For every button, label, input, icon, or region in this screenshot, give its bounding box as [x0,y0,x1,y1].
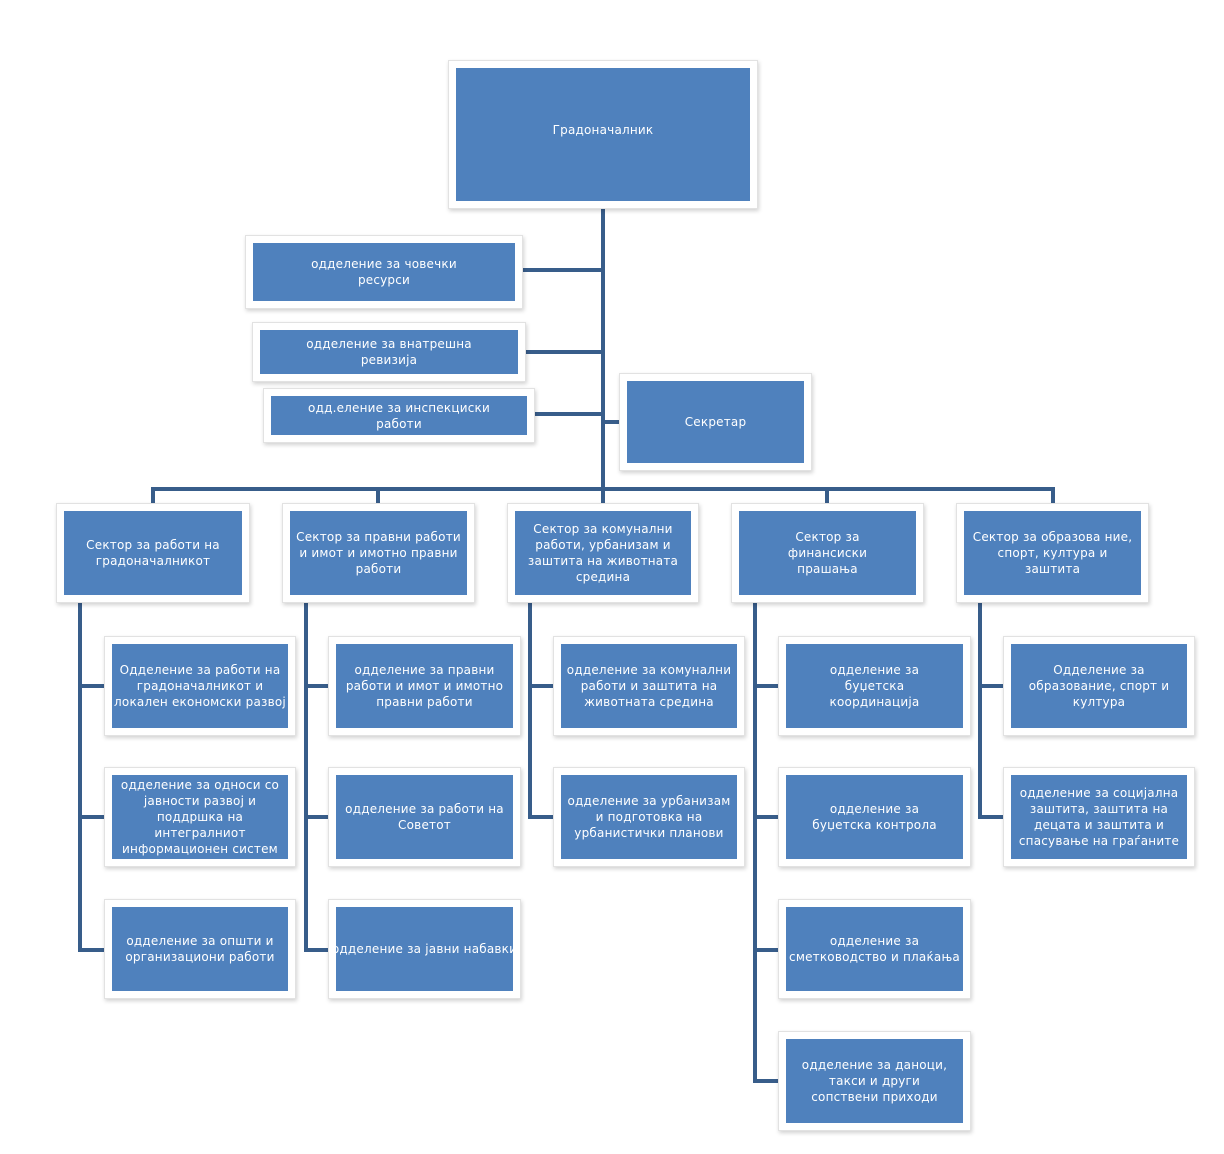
node-label: одделение за јавни набавки [336,942,513,956]
node-label: Секретар [684,415,747,429]
node-fill: Сектор за работи на градоначалникот [64,511,242,595]
node-sector-education-sport: Сектор за образова ние, спорт, култура и… [956,503,1149,603]
node-fill: одделение за буџетска контрола [786,775,963,859]
node-secretary: Секретар [619,373,812,471]
node-label: одделение за комунални работи и заштита … [566,663,732,709]
node-fill: одделение за правни работи и имот и имот… [336,644,513,728]
node-label: одделение за внатрешна ревизија [306,337,472,367]
node-fill: одделение за работи на Советот [336,775,513,859]
node-dept-public-procurement: одделение за јавни набавки [328,899,521,999]
node-label: одделение за буџетска координација [829,663,920,709]
node-dept-legal-property: одделение за правни работи и имот и имот… [328,636,521,736]
node-fill: Секретар [627,381,804,463]
node-label: Сектор за правни работи и имот и имотно … [296,530,461,576]
node-fill: одделение за буџетска координација [786,644,963,728]
node-dept-council-affairs: одделение за работи на Советот [328,767,521,867]
node-fill: Градоначалник [456,68,750,201]
node-label: одделение за сметководство и плаќања [789,934,960,964]
node-dept-education-sport-culture: Одделение за образование, спорт и култур… [1003,636,1195,736]
node-fill: одделение за човечки ресурси [253,243,515,301]
node-label: Одделение за работи на градоначалникот и… [114,663,286,709]
node-fill: Одделение за работи на градоначалникот и… [112,644,288,728]
node-hr-department: одделение за човечки ресурси [245,235,523,309]
node-label: Сектор за работи на градоначалникот [86,538,220,568]
node-fill: одделение за сметководство и плаќања [786,907,963,991]
node-dept-budget-control: одделение за буџетска контрола [778,767,971,867]
node-fill: одделение за комунални работи и заштита … [561,644,737,728]
node-fill: одделение за урбанизам и подготовка на у… [561,775,737,859]
node-label: одделение за работи на Советот [345,802,504,832]
node-fill: Сектор за правни работи и имот и имотно … [290,511,467,595]
node-label: одделение за човечки ресурси [311,257,457,287]
node-fill: одделение за општи и организациони работ… [112,907,288,991]
node-label: одделение за урбанизам и подготовка на у… [567,794,731,840]
node-fill: Сектор за финансиски прашања [739,511,916,595]
node-fill: одделение за социјална заштита, заштита … [1011,775,1187,859]
node-inspection-department: одд.еление за инспекциски работи [263,388,535,443]
node-dept-communal-environment: одделение за комунални работи и заштита … [553,636,745,736]
node-dept-general-organizational: одделение за општи и организациони работ… [104,899,296,999]
node-sector-legal-property: Сектор за правни работи и имот и имотно … [282,503,475,603]
node-fill: одделение за односи со јавности развој и… [112,775,288,859]
node-label: одделение за односи со јавности развој и… [120,778,280,856]
node-sector-communal-urbanism: Сектор за комунални работи, урбанизам и … [507,503,699,603]
node-label: одделение за даноци, такси и други сопст… [801,1058,948,1104]
node-label: одд.еление за инспекциски работи [308,400,490,431]
node-dept-taxes-revenues: одделение за даноци, такси и други сопст… [778,1031,971,1131]
node-label: одделение за општи и организациони работ… [125,934,275,964]
node-label: одделение за социјална заштита, заштита … [1018,786,1180,848]
node-mayor: Градоначалник [448,60,758,209]
node-dept-budget-coordination: одделение за буџетска координација [778,636,971,736]
node-label: одделение за буџетска контрола [812,802,937,832]
node-fill: одделение за даноци, такси и други сопст… [786,1039,963,1123]
node-fill: Сектор за образова ние, спорт, култура и… [964,511,1141,595]
node-dept-urbanism-planning: одделение за урбанизам и подготовка на у… [553,767,745,867]
node-dept-public-relations-it: одделение за односи со јавности развој и… [104,767,296,867]
node-label: Градоначалник [552,122,654,137]
node-fill: Одделение за образование, спорт и култур… [1011,644,1187,728]
node-fill: Сектор за комунални работи, урбанизам и … [515,511,691,595]
node-sector-mayor-affairs: Сектор за работи на градоначалникот [56,503,250,603]
node-dept-accounting-payments: одделение за сметководство и плаќања [778,899,971,999]
node-label: Одделение за образование, спорт и култур… [1028,663,1170,709]
node-dept-social-child-protection: одделение за социјална заштита, заштита … [1003,767,1195,867]
node-label: Сектор за комунални работи, урбанизам и … [527,522,679,584]
node-fill: одделение за јавни набавки [336,907,513,991]
node-fill: одд.еление за инспекциски работи [271,396,527,435]
node-label: Сектор за образова ние, спорт, култура и… [972,530,1133,576]
node-fill: одделение за внатрешна ревизија [260,330,518,374]
node-sector-finance: Сектор за финансиски прашања [731,503,924,603]
node-dept-mayor-economic-development: Одделение за работи на градоначалникот и… [104,636,296,736]
node-label: одделение за правни работи и имот и имот… [345,663,504,709]
node-internal-audit-department: одделение за внатрешна ревизија [252,322,526,382]
node-label: Сектор за финансиски прашања [787,530,868,576]
